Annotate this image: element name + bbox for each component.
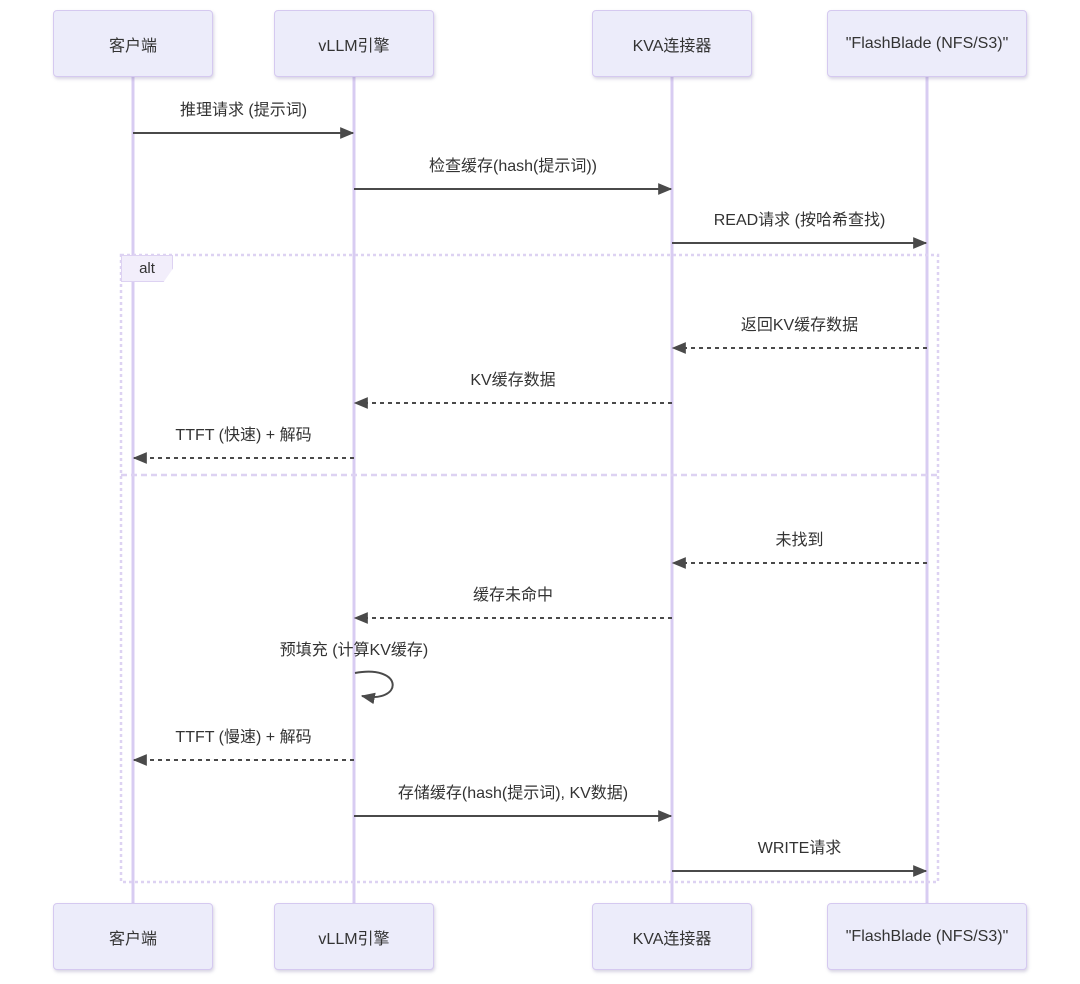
message-label-7: 缓存未命中 [472,587,554,604]
actor-label: vLLM引擎 [318,37,390,55]
message-label-8: 预填充 (计算KV缓存) [279,642,429,659]
actor-box-bottom-flashblade: "FlashBlade (NFS/S3)" [827,903,1027,970]
message-label-3: 返回KV缓存数据 [740,317,859,334]
actor-box-bottom-client: 客户端 [53,903,213,970]
message-label-10: 存储缓存(hash(提示词), KV数据) [397,785,629,802]
actor-label: 客户端 [108,37,157,55]
actor-box-bottom-kva: KVA连接器 [592,903,752,970]
actor-box-bottom-vllm: vLLM引擎 [274,903,434,970]
actor-box-top-client: 客户端 [53,10,213,77]
message-selfloop-8 [354,670,394,705]
message-label-11: WRITE请求 [757,840,842,857]
actor-label: KVA连接器 [632,37,712,55]
actor-label: 客户端 [108,930,157,948]
actor-box-top-kva: KVA连接器 [592,10,752,77]
message-label-2: READ请求 (按哈希查找) [713,212,886,229]
message-label-6: 未找到 [775,532,824,549]
actor-label: KVA连接器 [632,930,712,948]
message-label-0: 推理请求 (提示词) [179,102,308,119]
actor-label: "FlashBlade (NFS/S3)" [845,34,1009,52]
alt-frame [119,253,940,884]
actor-box-top-vllm: vLLM引擎 [274,10,434,77]
message-label-1: 检查缓存(hash(提示词)) [428,158,598,175]
message-label-4: KV缓存数据 [470,372,556,389]
actor-label: "FlashBlade (NFS/S3)" [845,927,1009,945]
actor-label: vLLM引擎 [318,930,390,948]
message-label-9: TTFT (慢速) + 解码 [175,729,312,746]
alt-frame-label: alt [121,255,173,282]
actor-box-top-flashblade: "FlashBlade (NFS/S3)" [827,10,1027,77]
message-label-5: TTFT (快速) + 解码 [175,427,312,444]
